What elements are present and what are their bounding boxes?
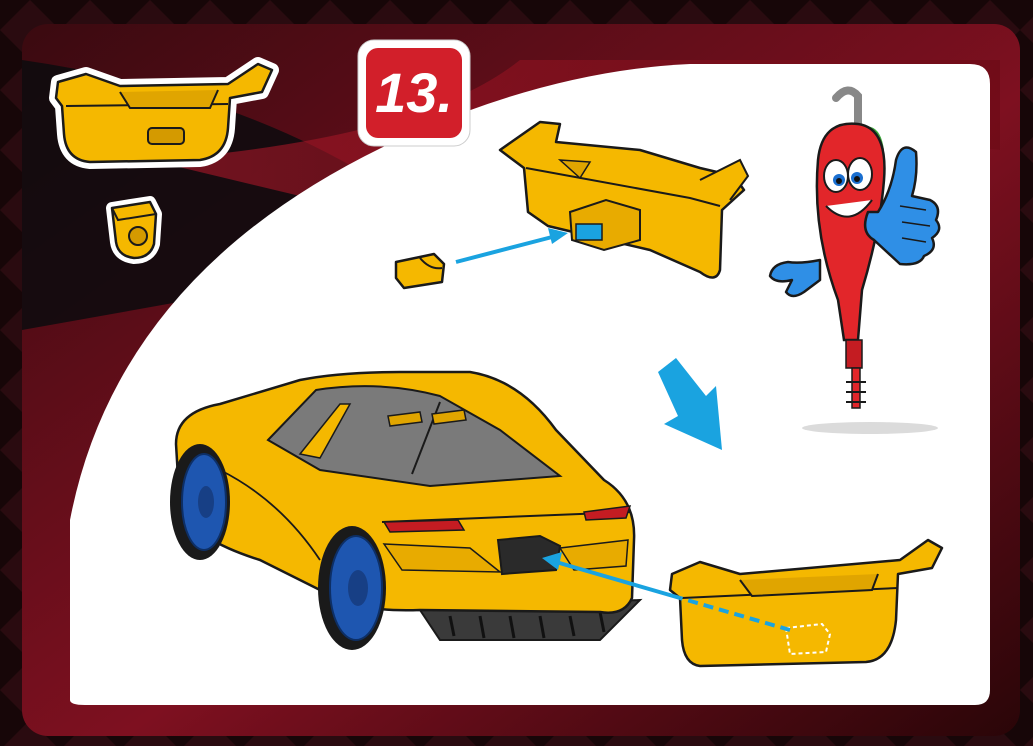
connector-part-icon [112,202,156,258]
rear-wheel-icon [318,526,386,650]
step-number-badge: 13. [358,40,470,146]
front-wheel-icon [170,444,230,560]
step-number: 13. [375,61,453,124]
